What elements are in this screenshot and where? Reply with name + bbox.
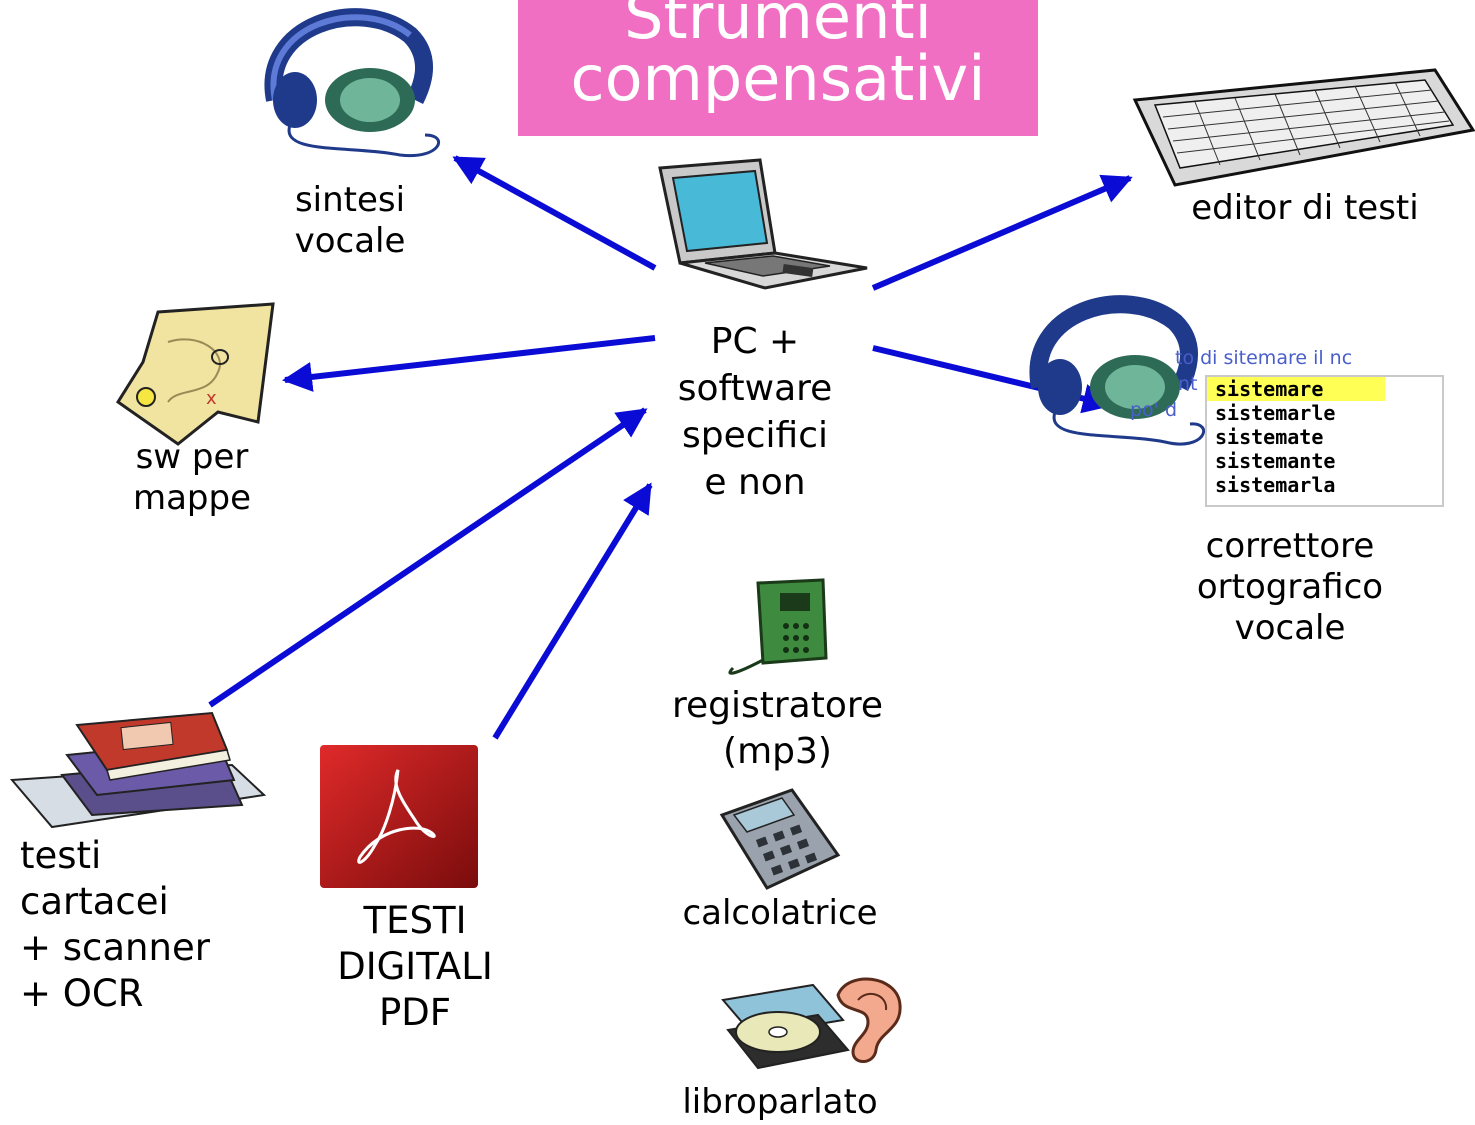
label-registratore: registratore (mp3) [640, 683, 915, 775]
label-line: testi [20, 834, 102, 877]
suggestion-item[interactable]: sistemate [1215, 425, 1324, 449]
label-line: correttore [1205, 526, 1375, 566]
label-line: + scanner [20, 926, 210, 969]
arrow-to-sintesi [452, 155, 657, 271]
books-scanner-icon [9, 711, 267, 829]
suggestion-item[interactable]: sistemarla [1215, 473, 1336, 497]
arrow-from-pdf [492, 482, 653, 740]
label-line: (mp3) [723, 731, 832, 772]
center-line: specifici [681, 415, 829, 456]
arrow-to-editor [871, 174, 1133, 291]
label-line: vocale [1234, 608, 1346, 648]
suggestion-item[interactable]: sistemarle [1215, 401, 1336, 425]
suggestion-item[interactable]: sistemare [1207, 377, 1385, 401]
spellcheck-text-2: nt [1178, 373, 1198, 395]
label-line: editor di testi [1191, 188, 1419, 228]
map-icon: x [115, 302, 275, 446]
svg-text:x: x [206, 388, 217, 409]
label-sintesi-vocale: sintesi vocale [270, 180, 430, 262]
label-line: registratore [671, 685, 884, 726]
label-line: ortografico [1196, 567, 1384, 607]
label-line: TESTI [363, 899, 467, 942]
label-testi-cartacei: testi cartacei + scanner + OCR [20, 833, 260, 1017]
suggestion-menu: sistemare sistemarle sistemate sistemant… [1205, 375, 1444, 507]
cd-ear-icon [721, 977, 902, 1070]
diagram-title: Strumenti compensativi [518, 0, 1038, 136]
center-line: e non [704, 462, 806, 503]
label-sw-mappe: sw per mappe [112, 437, 272, 519]
center-node: PC + software specifici e non [655, 318, 855, 506]
spellcheck-headphones-icon [1029, 295, 1206, 446]
spellcheck-text-1: to di sitemare il nc [1175, 347, 1353, 369]
label-editor-testi: editor di testi [1150, 188, 1460, 229]
label-correttore: correttore ortografico vocale [1160, 526, 1420, 649]
pdf-icon [320, 745, 478, 888]
label-line: PDF [378, 991, 452, 1034]
arrow-from-testi [208, 407, 648, 708]
title-line-2: compensativi [570, 42, 986, 115]
label-line: calcolatrice [682, 893, 878, 933]
spellcheck-popup: to di sitemare il nc nt po' d sistemare … [1110, 345, 1470, 515]
label-line: sintesi [294, 180, 406, 220]
label-testi-digitali: TESTI DIGITALI PDF [300, 898, 530, 1036]
label-line: mappe [132, 478, 252, 518]
title-line-1: Strumenti [624, 0, 932, 53]
label-line: DIGITALI [337, 945, 493, 988]
center-line: software [677, 368, 833, 409]
label-line: sw per [135, 437, 249, 477]
calculator-icon [719, 788, 841, 890]
center-line: PC + [710, 321, 800, 362]
label-line: cartacei [20, 880, 169, 923]
label-line: vocale [294, 221, 406, 261]
label-libroparlato: libroparlato [640, 1082, 920, 1123]
spellcheck-text-3: po' d [1130, 399, 1178, 421]
arrow-to-mappe [282, 335, 656, 392]
headphones-icon [264, 8, 441, 158]
laptop-icon [658, 158, 868, 290]
voice-recorder-icon [728, 578, 828, 675]
label-line: + OCR [20, 972, 144, 1015]
label-line: libroparlato [682, 1082, 878, 1122]
label-calcolatrice: calcolatrice [640, 893, 920, 934]
keyboard-icon [1132, 68, 1475, 187]
suggestion-item[interactable]: sistemante [1215, 449, 1336, 473]
